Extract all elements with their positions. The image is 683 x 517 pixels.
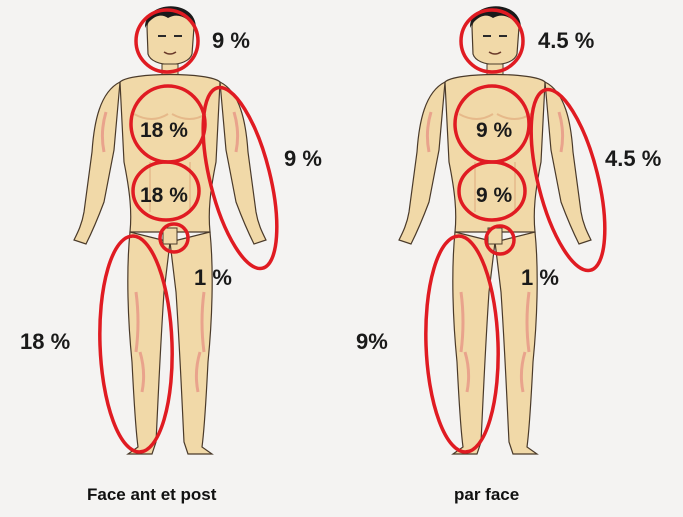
right-arm-value: 4.5 % — [605, 146, 661, 172]
right-leg-value: 9% — [356, 329, 388, 355]
right-head-value: 4.5 % — [538, 28, 594, 54]
left-chest-value: 18 % — [140, 119, 188, 143]
right-chest-value: 9 % — [476, 119, 512, 143]
left-head-value: 9 % — [212, 28, 250, 54]
left-groin-value: 1 % — [194, 265, 232, 291]
right-abdomen-value: 9 % — [476, 184, 512, 208]
right-caption: par face — [454, 485, 519, 505]
left-arm-value: 9 % — [284, 146, 322, 172]
left-caption: Face ant et post — [87, 485, 216, 505]
left-abdomen-value: 18 % — [140, 184, 188, 208]
right-groin-value: 1 % — [521, 265, 559, 291]
left-leg-value: 18 % — [20, 329, 70, 355]
